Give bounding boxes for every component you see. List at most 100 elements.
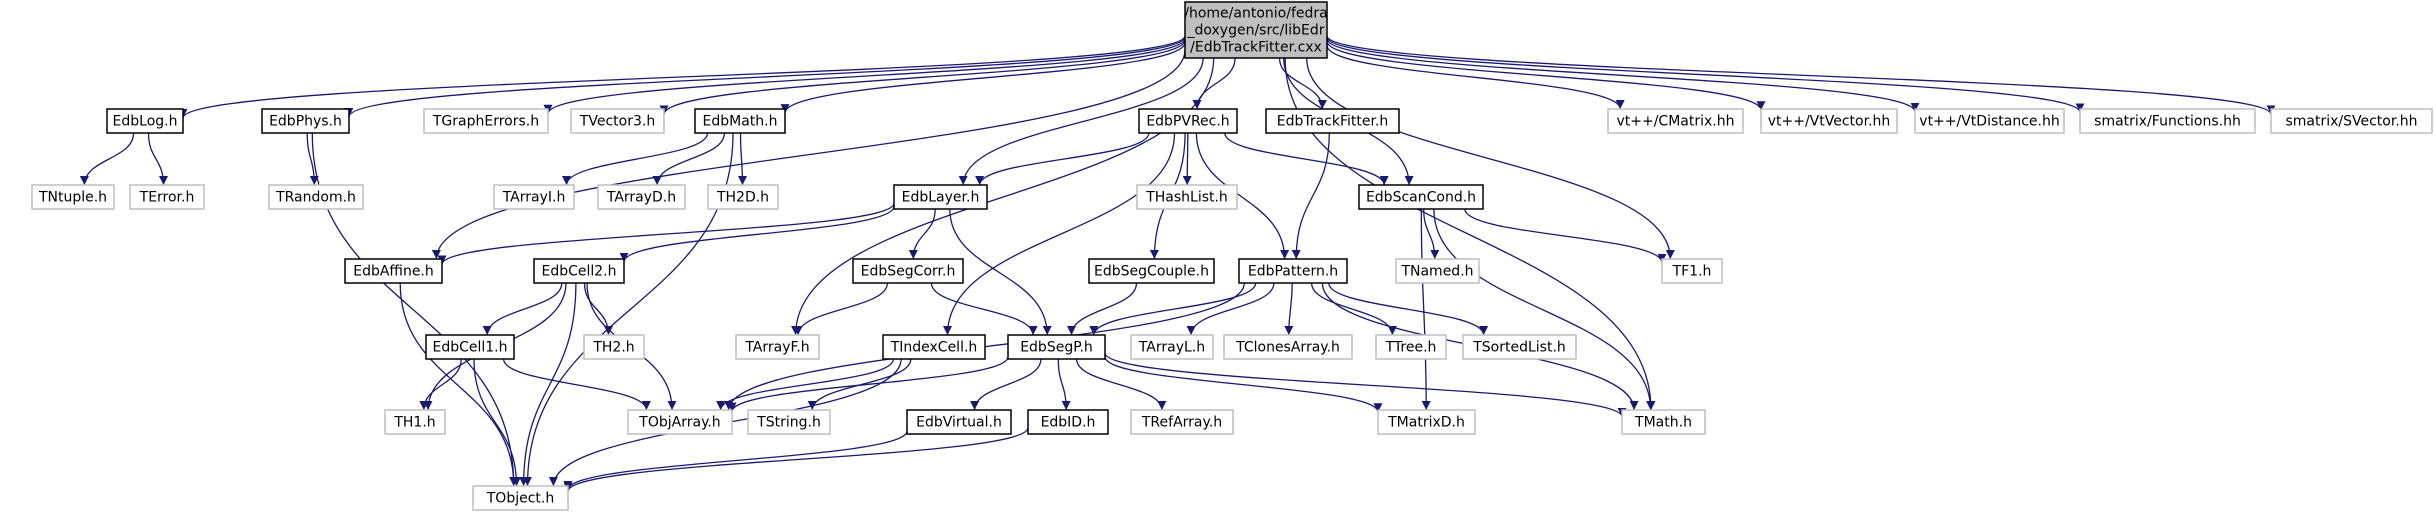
node-TArrayL[interactable]: TArrayL.h xyxy=(1130,334,1214,360)
node-box xyxy=(1760,108,1898,134)
node-label: EdbCell1.h xyxy=(432,340,507,356)
edge-EdbSegP-to-TMath xyxy=(1104,352,1627,418)
node-box xyxy=(1184,1,1328,59)
node-label: /EdbTrackFitter.cxx xyxy=(1190,40,1322,56)
node-EdbLayer[interactable]: EdbLayer.h xyxy=(893,184,988,210)
node-box xyxy=(384,409,446,435)
node-TMath[interactable]: TMath.h xyxy=(1621,409,1706,435)
node-box xyxy=(1621,409,1706,435)
node-box xyxy=(597,184,686,210)
node-EdbVirtual[interactable]: EdbVirtual.h xyxy=(906,409,1012,435)
node-SVector[interactable]: smatrix/SVector.hh xyxy=(2270,108,2433,134)
node-box xyxy=(694,108,786,134)
node-label: EdbLayer.h xyxy=(902,190,980,206)
node-Functions[interactable]: smatrix/Functions.hh xyxy=(2079,108,2256,134)
node-TNtuple[interactable]: TNtuple.h xyxy=(31,184,115,210)
node-TRefArray[interactable]: TRefArray.h xyxy=(1130,409,1234,435)
node-label: TObject.h xyxy=(486,491,554,507)
edge-EdbMath-to-TArrayD xyxy=(652,132,726,186)
node-label: TGraphErrors.h xyxy=(432,114,539,130)
node-EdbCell1[interactable]: EdbCell1.h xyxy=(425,334,515,360)
node-TH2[interactable]: TH2.h xyxy=(583,334,645,360)
node-label: TH1.h xyxy=(393,415,435,431)
node-TArrayF[interactable]: TArrayF.h xyxy=(735,334,820,360)
node-EdbTrackFitter[interactable]: EdbTrackFitter.h xyxy=(1265,108,1400,134)
node-TGraphErrors[interactable]: TGraphErrors.h xyxy=(423,108,549,134)
node-TString[interactable]: TString.h xyxy=(747,409,831,435)
edge-EdbLayer-to-EdbCell2 xyxy=(619,206,895,263)
edge-EdbSegCorr-to-TArrayF xyxy=(793,282,889,336)
edge-EdbPattern-to-TSortedList xyxy=(1328,282,1489,336)
node-TNamed[interactable]: TNamed.h xyxy=(1395,258,1480,284)
edge-root-to-EdbPVRec xyxy=(1192,57,1236,110)
node-box xyxy=(570,108,665,134)
node-TError[interactable]: TError.h xyxy=(129,184,205,210)
node-TClonesArray[interactable]: TClonesArray.h xyxy=(1223,334,1353,360)
edge-EdbSegP-to-EdbVirtual xyxy=(970,358,1042,411)
node-TArrayI[interactable]: TArrayI.h xyxy=(493,184,575,210)
edge-EdbVirtual-to-TObject xyxy=(563,430,908,491)
edge-EdbSegCorr-to-EdbSegP xyxy=(930,282,1038,336)
edge-EdbPattern-to-TClonesArray xyxy=(1284,282,1294,336)
node-TH2D[interactable]: TH2D.h xyxy=(707,184,779,210)
edge-EdbPVRec-to-EdbLayer xyxy=(975,132,1150,186)
edge-EdbPVRec-to-TIndexCell xyxy=(943,132,1176,336)
node-label: EdbAffine.h xyxy=(353,264,434,280)
node-box xyxy=(1138,108,1238,134)
edge-root-to-EdbAffine xyxy=(431,49,1186,260)
node-label: vt++/CMatrix.hh xyxy=(1616,114,1734,130)
node-EdbSegP[interactable]: EdbSegP.h xyxy=(1007,334,1106,360)
node-label: EdbID.h xyxy=(1041,415,1096,431)
node-TArrayD[interactable]: TArrayD.h xyxy=(597,184,686,210)
node-label: EdbSegCorr.h xyxy=(861,264,956,280)
node-TObjArray[interactable]: TObjArray.h xyxy=(627,409,733,435)
node-label: TH2.h xyxy=(592,340,634,356)
node-label: /home/antonio/fedra xyxy=(1184,6,1327,22)
node-EdbPVRec[interactable]: EdbPVRec.h xyxy=(1138,108,1238,134)
node-THashList[interactable]: THashList.h xyxy=(1136,184,1238,210)
edge-EdbPattern-to-TObjArray xyxy=(724,282,1245,411)
node-EdbSegCorr[interactable]: EdbSegCorr.h xyxy=(852,258,964,284)
node-box xyxy=(344,258,443,284)
edge-EdbSegP-to-TObjArray xyxy=(727,356,1009,412)
node-CMatrix[interactable]: vt++/CMatrix.hh xyxy=(1607,108,1744,134)
edge-EdbPhys-to-TRandom xyxy=(306,132,319,186)
node-box xyxy=(268,184,364,210)
edge-EdbCell2-to-EdbCell1 xyxy=(482,282,563,336)
node-label: EdbPattern.h xyxy=(1248,264,1338,280)
node-label: TError.h xyxy=(139,190,195,206)
node-label: TClonesArray.h xyxy=(1235,340,1340,356)
node-EdbPhys[interactable]: EdbPhys.h xyxy=(261,108,350,134)
edge-root-to-TF1 xyxy=(1306,57,1675,260)
node-EdbMath[interactable]: EdbMath.h xyxy=(694,108,786,134)
node-box xyxy=(882,334,986,360)
node-TRandom[interactable]: TRandom.h xyxy=(268,184,364,210)
node-EdbID[interactable]: EdbID.h xyxy=(1027,409,1109,435)
node-EdbCell2[interactable]: EdbCell2.h xyxy=(533,258,625,284)
node-TObject[interactable]: TObject.h xyxy=(472,485,569,511)
node-TSortedList[interactable]: TSortedList.h xyxy=(1462,334,1577,360)
node-TIndexCell[interactable]: TIndexCell.h xyxy=(882,334,986,360)
node-EdbLog[interactable]: EdbLog.h xyxy=(106,108,184,134)
node-TH1[interactable]: TH1.h xyxy=(384,409,446,435)
edge-EdbPattern-to-TTree xyxy=(1310,282,1397,336)
node-box xyxy=(129,184,205,210)
node-TF1[interactable]: TF1.h xyxy=(1661,258,1723,284)
edge-EdbSegP-to-TMatrixD xyxy=(1104,356,1383,413)
edges-layer xyxy=(79,35,2276,492)
node-EdbAffine[interactable]: EdbAffine.h xyxy=(344,258,443,284)
node-TMatrixD[interactable]: TMatrixD.h xyxy=(1377,409,1476,435)
node-VtDistance[interactable]: vt++/VtDistance.hh xyxy=(1914,108,2065,134)
edge-EdbLayer-to-EdbSegCorr xyxy=(908,208,936,260)
node-VtVector[interactable]: vt++/VtVector.hh xyxy=(1760,108,1898,134)
node-EdbScanCond[interactable]: EdbScanCond.h xyxy=(1358,184,1484,210)
node-TVector3[interactable]: TVector3.h xyxy=(570,108,665,134)
node-label: TF1.h xyxy=(1672,264,1712,280)
node-EdbPattern[interactable]: EdbPattern.h xyxy=(1238,258,1348,284)
edge-EdbMath-to-TArrayI xyxy=(562,132,709,186)
edge-EdbLog-to-TNtuple xyxy=(79,132,135,186)
node-box xyxy=(583,334,645,360)
node-TTree[interactable]: TTree.h xyxy=(1375,334,1447,360)
node-EdbSegCouple[interactable]: EdbSegCouple.h xyxy=(1088,258,1215,284)
